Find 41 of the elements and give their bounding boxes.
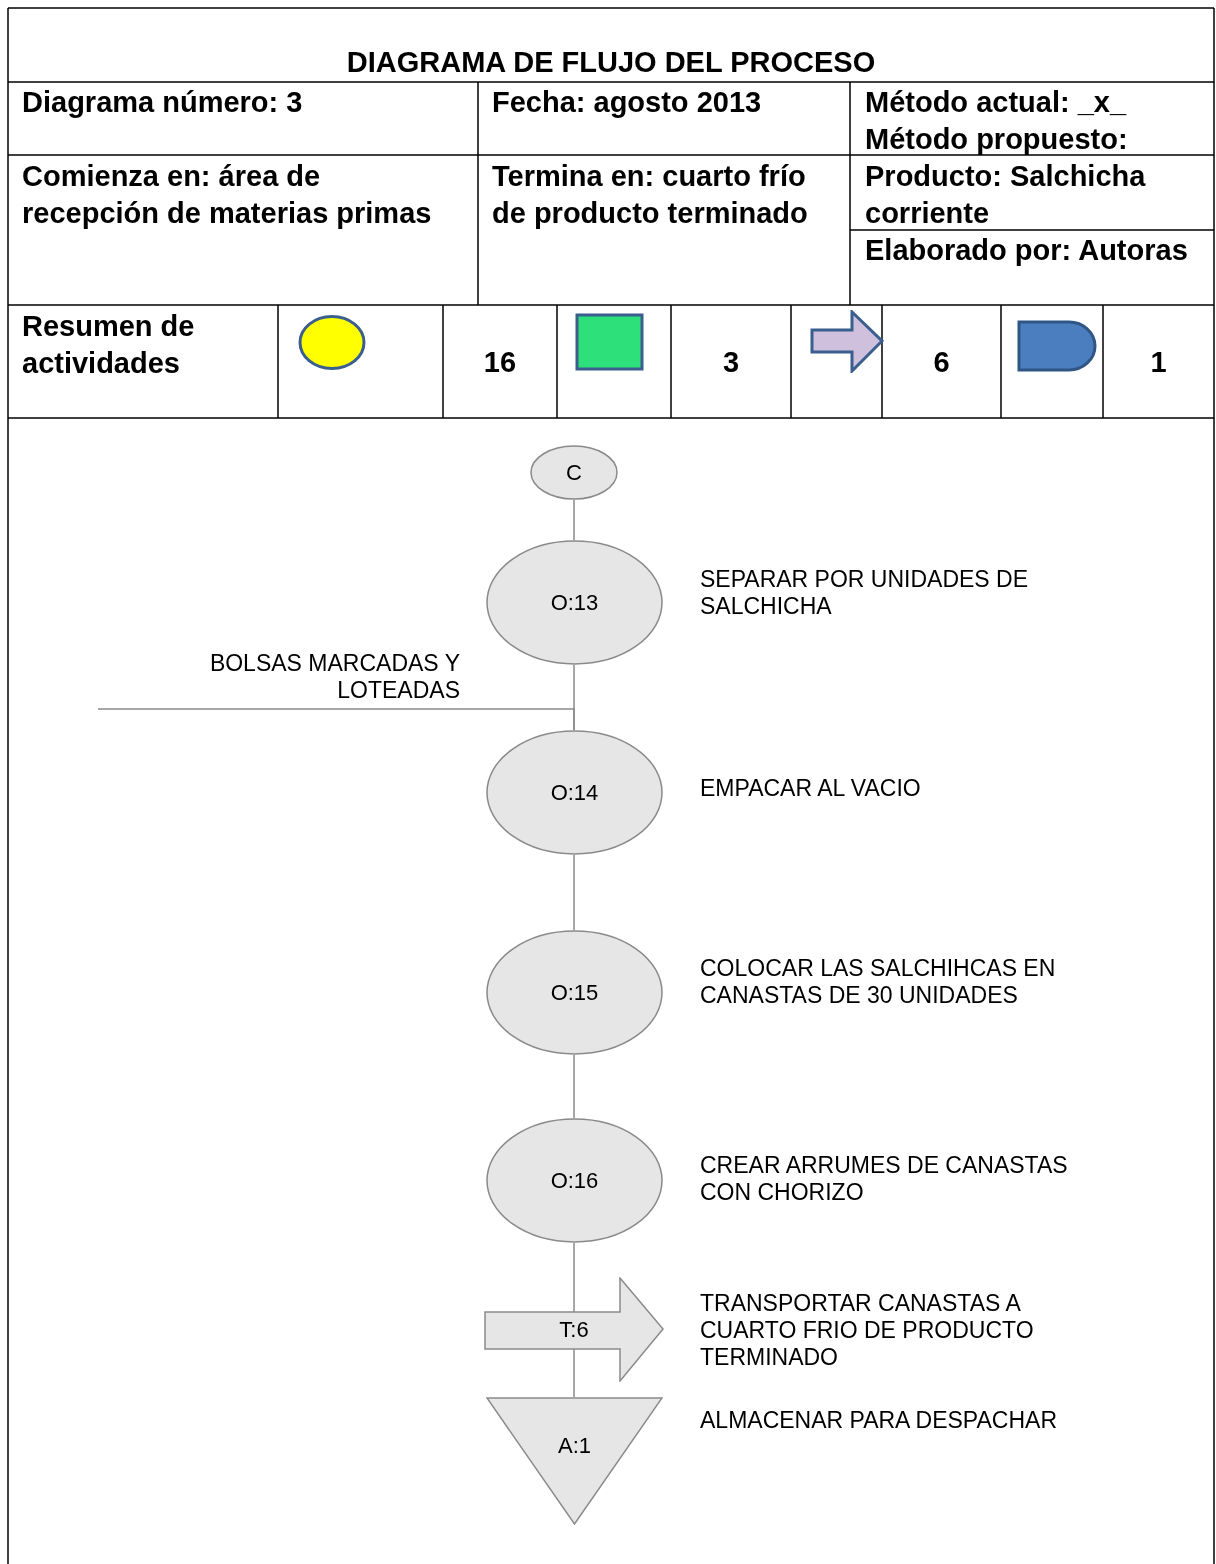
header-text: 16 — [482, 345, 518, 380]
header-text: 6 — [932, 345, 951, 380]
header-text: Comienza en: área de recepción de materias primas — [22, 159, 433, 231]
header-text: Diagrama número: 3 — [22, 85, 304, 120]
header-text: Método actual: _x_ — [865, 85, 1128, 120]
connector-circle — [530, 445, 618, 500]
step-description: COLOCAR LAS SALCHIHCAS EN CANASTAS DE 30 UNIDADES — [700, 955, 1057, 1009]
step-description: ALMACENAR PARA DESPACHAR — [700, 1407, 1059, 1434]
transport-symbol — [484, 1277, 664, 1382]
connector-line — [573, 1054, 575, 1119]
operation-ellipse — [486, 930, 663, 1055]
input-note: BOLSAS MARCADAS Y LOTEADAS — [98, 650, 460, 708]
connector-line — [573, 854, 575, 931]
title: DIAGRAMA DE FLUJO DEL PROCESO — [345, 45, 877, 79]
connector-line — [573, 499, 575, 541]
header-text: Fecha: agosto 2013 — [492, 85, 763, 120]
step-code: T:6 — [558, 1316, 590, 1343]
header-text: Producto: Salchicha corriente — [865, 159, 1147, 231]
step-description: SEPARAR POR UNIDADES DE SALCHICHA — [700, 566, 1030, 620]
header-text: Termina en: cuarto frío de producto terminado — [492, 159, 809, 231]
header-text: 1 — [1149, 345, 1168, 380]
connector-line — [573, 1348, 575, 1398]
step-description: CREAR ARRUMES DE CANASTAS CON CHORIZO — [700, 1152, 1069, 1206]
step-description: EMPACAR AL VACIO — [700, 775, 922, 802]
header-text: Resumen de actividades — [22, 309, 196, 381]
operation-ellipse — [486, 730, 663, 855]
connector-line — [97, 708, 575, 731]
header-text: Elaborado por: Autoras — [865, 233, 1189, 268]
step-code: C — [565, 459, 583, 486]
header-text: Método propuesto: — [865, 122, 1129, 157]
storage-triangle — [486, 1397, 663, 1525]
step-code: O:16 — [549, 1167, 600, 1194]
header-text: 3 — [721, 345, 741, 380]
step-description: TRANSPORTAR CANASTAS A CUARTO FRIO DE PRODUCTO TERMINADO — [700, 1290, 1035, 1371]
connector-line — [573, 1242, 575, 1313]
step-code: O:14 — [549, 779, 600, 806]
step-code: A:1 — [557, 1432, 592, 1459]
operation-ellipse — [486, 540, 663, 665]
operation-ellipse — [486, 1118, 663, 1243]
step-code: O:15 — [549, 979, 600, 1006]
step-code: O:13 — [549, 589, 600, 616]
